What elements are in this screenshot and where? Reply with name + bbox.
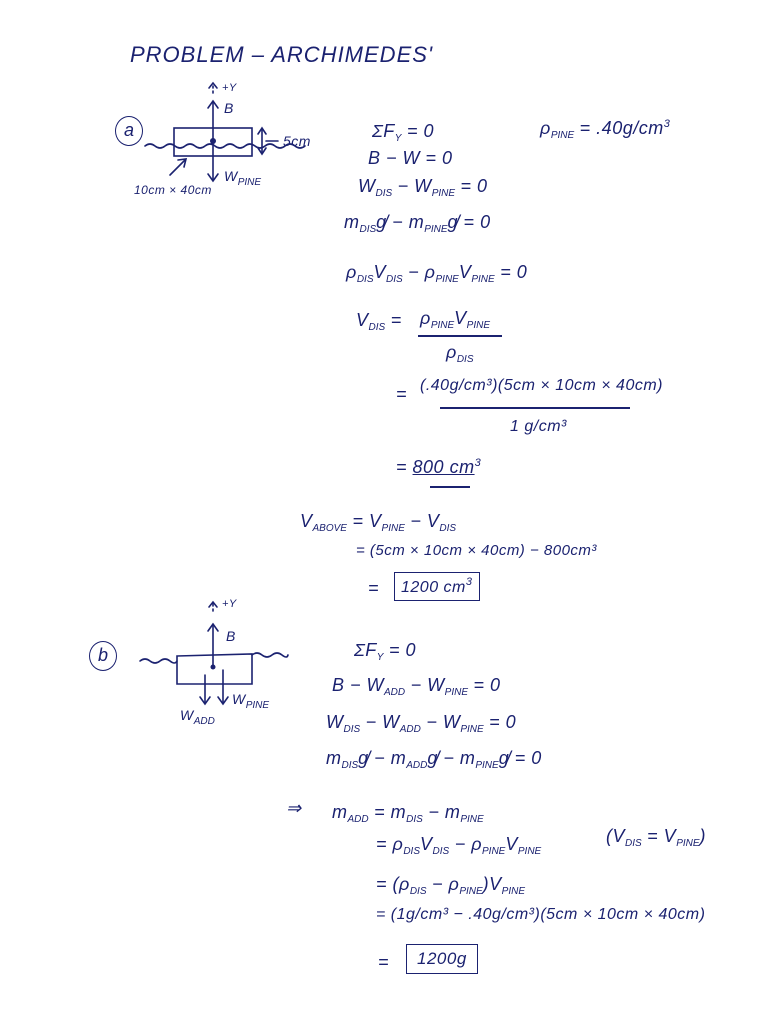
equation-b-3: WDIS − WADD − WPINE = 0: [326, 712, 517, 735]
equation-b-1: ΣFY = 0: [354, 640, 416, 663]
equation-b-4: mDISg̸ − mADDg̸ − mPINEg̸ = 0: [326, 748, 542, 771]
equation-a-1: ΣFY = 0: [372, 121, 434, 144]
equation-a-4: mDISg̸ − mPINEg̸ = 0: [344, 212, 491, 235]
buoyancy-label-b: B: [226, 628, 236, 644]
given-density: ρPINE = .40g/cm3: [540, 118, 671, 141]
solution-note: (VDIS = VPINE): [606, 826, 707, 849]
implies-arrow: ⇒: [286, 798, 302, 818]
solution-line-3: = (ρDIS − ρPINE)VPINE: [376, 874, 526, 897]
w-pine-label-b: WPINE: [232, 691, 270, 711]
equation-a-2: B − W = 0: [368, 148, 453, 168]
part-a-label: a: [115, 116, 143, 146]
vabove-line-2: = (5cm × 10cm × 40cm) − 800cm³: [356, 542, 597, 559]
substitution-fraction-bar: [440, 407, 630, 409]
equation-a-3: WDIS − WPINE = 0: [358, 176, 488, 199]
vabove-line-1: VABOVE = VPINE − VDIS: [300, 511, 457, 534]
vdis-numerator: ρPINEVPINE: [420, 308, 491, 331]
axis-label-a: +Y: [222, 82, 237, 94]
solution-line-1: mADD = mDIS − mPINE: [332, 802, 484, 825]
answer-box-b: 1200g: [406, 944, 478, 974]
vdis-fraction-bar: [418, 335, 502, 337]
axis-label-b: +Y: [222, 598, 237, 610]
substitution-numerator: (.40g/cm³)(5cm × 10cm × 40cm): [420, 377, 663, 394]
w-add-label-b: WADD: [180, 707, 215, 727]
solution-line-5-eq: =: [378, 952, 390, 972]
answer-box-a: 1200 cm3: [394, 572, 480, 601]
equation-b-2: B − WADD − WPINE = 0: [332, 675, 501, 698]
substitution-denominator: 1 g/cm³: [510, 418, 567, 435]
vdis-denominator: ρDIS: [446, 342, 474, 365]
solution-line-4: = (1g/cm³ − .40g/cm³)(5cm × 10cm × 40cm): [376, 906, 706, 923]
solution-line-2: = ρDISVDIS − ρPINEVPINE: [376, 834, 542, 857]
base-label: 10cm × 40cm: [134, 183, 212, 197]
buoyancy-label-a: B: [224, 100, 234, 116]
equation-a-5: ρDISVDIS − ρPINEVPINE = 0: [346, 262, 528, 285]
vdis-lhs: VDIS =: [356, 310, 402, 333]
part-b-label: b: [89, 641, 117, 671]
result-double-underline: [430, 486, 470, 488]
height-label: 5cm: [283, 133, 311, 149]
vabove-line-3-eq: =: [368, 578, 380, 598]
substitution-eq: =: [396, 384, 408, 404]
result-800: = 800 cm3: [396, 457, 482, 477]
weight-label-a: WPINE: [224, 168, 262, 188]
page-title: PROBLEM – ARCHIMEDES': [130, 42, 434, 67]
